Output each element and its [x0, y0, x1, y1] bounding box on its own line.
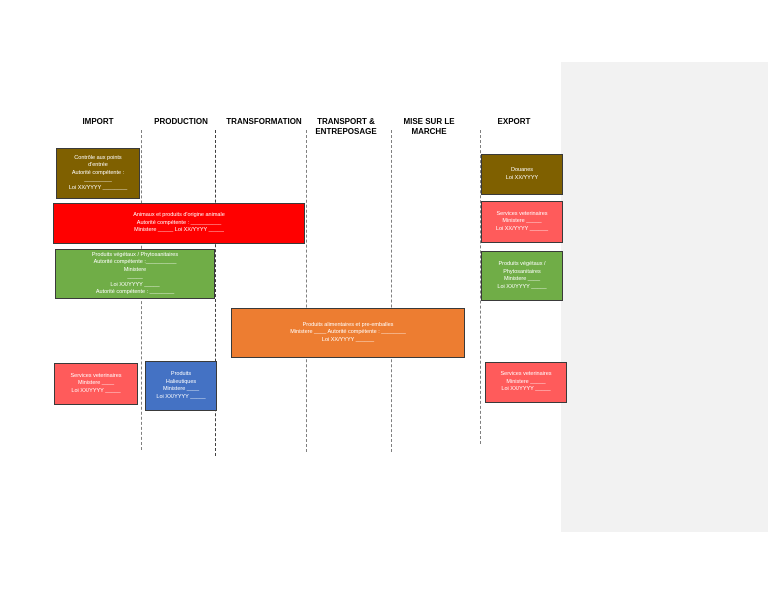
column-header-production: PRODUCTION [154, 117, 208, 126]
box-text: Phytosanitaires [503, 268, 541, 275]
box-text: Contrôle aux points [74, 154, 122, 161]
box-text: Autorité compétente :__________ [93, 259, 177, 265]
box-text: Produits végétaux / Phytosanitaires [91, 251, 179, 258]
box-services-veterinaires-import: Services veterinaires Ministere ____ Loi… [54, 363, 138, 405]
side-panel [561, 62, 768, 532]
box-douanes: Douanes Loi XX/YYYY [481, 154, 563, 195]
box-text: Loi XX/YYYY ________ [68, 184, 128, 191]
column-header-import: IMPORT [82, 117, 114, 126]
box-text: Autorité compétente : ________ [95, 289, 175, 295]
box-text: Loi XX/YYYY _____ [110, 281, 160, 288]
column-header-transformation: TRANSFORMATION [226, 117, 302, 126]
box-text: Ministere ____ [503, 276, 541, 282]
box-text: _________ [84, 177, 112, 184]
box-text: Loi XX/YYYY [505, 174, 539, 181]
box-services-veterinaires-export-top: Services veterinaires Ministere _____ Lo… [481, 201, 563, 243]
box-text: Loi XX/YYYY _____ [497, 283, 547, 290]
column-divider-4 [391, 130, 392, 452]
box-text: Ministere _____ Loi XX/YYYY _____ [134, 227, 224, 234]
box-produits-alimentaires: Produits alimentaires et pre-emballes Mi… [231, 308, 465, 358]
box-text: Douanes [510, 167, 534, 173]
column-divider-2 [215, 130, 216, 456]
box-text: Produits alimentaires et pre-emballes [302, 321, 394, 328]
box-text: Autorité compétente : __________ [136, 219, 222, 226]
box-text: Produits [170, 371, 192, 377]
box-text: Loi XX/YYYY ______ [321, 336, 375, 343]
box-produits-halieutiques: Produits Halieutiques Ministere ____ Loi… [145, 361, 217, 411]
box-text: Loi XX/YYYY _____ [156, 393, 206, 400]
box-text: Services veterinaires [70, 372, 122, 379]
box-text: Services veterinaires [500, 371, 552, 378]
box-text: Loi XX/YYYY ______ [495, 225, 549, 232]
box-text: Services veterinaires [496, 210, 548, 217]
box-text: Halieutiques [165, 378, 197, 385]
box-text: Produits végétaux / [498, 261, 546, 267]
box-text: Ministere ____ [77, 380, 115, 387]
column-divider-5 [480, 130, 481, 444]
box-text: Ministere ____ Autorité compétente : ___… [290, 329, 406, 336]
box-text: Animaux et produits d'origine animale [133, 212, 225, 219]
box-produits-vegetaux-export: Produits végétaux / Phytosanitaires Mini… [481, 251, 563, 301]
box-controle-points-entree: Contrôle aux points d'entrée Autorité co… [56, 148, 140, 199]
box-services-veterinaires-export-bottom: Services veterinaires Ministere _____ Lo… [485, 362, 567, 403]
box-text: Loi XX/YYYY _____ [501, 386, 551, 393]
box-text: Ministere [123, 266, 147, 273]
box-text: Loi XX/YYYY _____ [71, 387, 121, 394]
column-header-mise-sur-le-marche: MISE SUR LE MARCHE [403, 117, 455, 136]
box-produits-vegetaux-import: Produits végétaux / Phytosanitaires Auto… [55, 249, 215, 299]
box-text: _____ [127, 274, 143, 280]
box-text: d'entrée [88, 162, 108, 169]
box-animaux-produits-origine-animale: Animaux et produits d'origine animale Au… [53, 203, 305, 244]
box-text: Autorité compétente : [71, 169, 125, 176]
box-text: Ministere _____ [506, 378, 546, 385]
box-text: Ministere _____ [502, 218, 542, 225]
column-header-export: EXPORT [497, 117, 531, 126]
column-header-transport: TRANSPORT & ENTREPOSAGE [315, 117, 377, 136]
box-text: Ministere ____ [162, 386, 200, 392]
column-divider-3 [306, 130, 307, 452]
